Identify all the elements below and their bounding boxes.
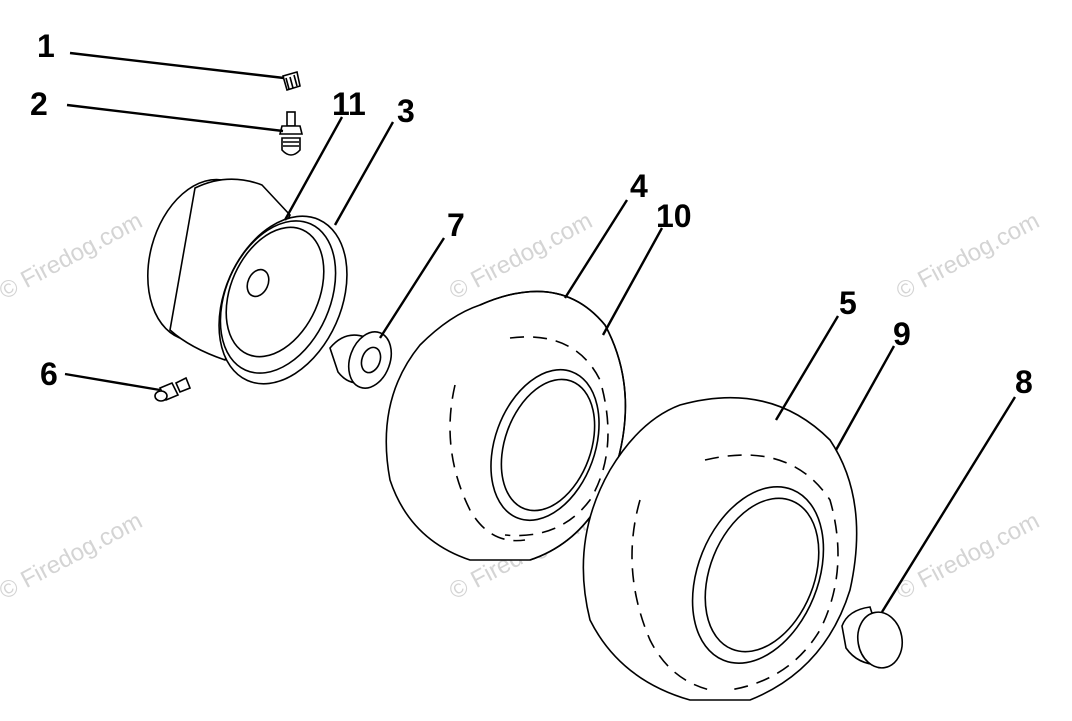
valve-cap-part[interactable] <box>282 70 301 92</box>
callout-10[interactable]: 10 <box>656 198 692 234</box>
hub-cap-part[interactable] <box>841 606 907 671</box>
callout-9[interactable]: 9 <box>893 316 911 352</box>
tire-part[interactable] <box>385 290 627 561</box>
callout-3[interactable]: 3 <box>397 93 415 129</box>
callout-4[interactable]: 4 <box>630 168 648 204</box>
wheel-rim-part[interactable] <box>131 167 372 404</box>
callout-1[interactable]: 1 <box>37 28 55 64</box>
callout-7[interactable]: 7 <box>447 207 465 243</box>
callout-8[interactable]: 8 <box>1015 364 1033 400</box>
leader-lines <box>64 51 1017 613</box>
grease-fitting-part[interactable] <box>154 376 192 402</box>
tire-part[interactable] <box>582 396 858 701</box>
callout-5[interactable]: 5 <box>839 285 857 321</box>
callout-6[interactable]: 6 <box>40 356 58 392</box>
bushing-part[interactable] <box>329 326 399 394</box>
valve-stem-part[interactable] <box>278 111 304 156</box>
callout-11[interactable]: 11 <box>332 86 366 122</box>
callout-2[interactable]: 2 <box>30 86 48 122</box>
